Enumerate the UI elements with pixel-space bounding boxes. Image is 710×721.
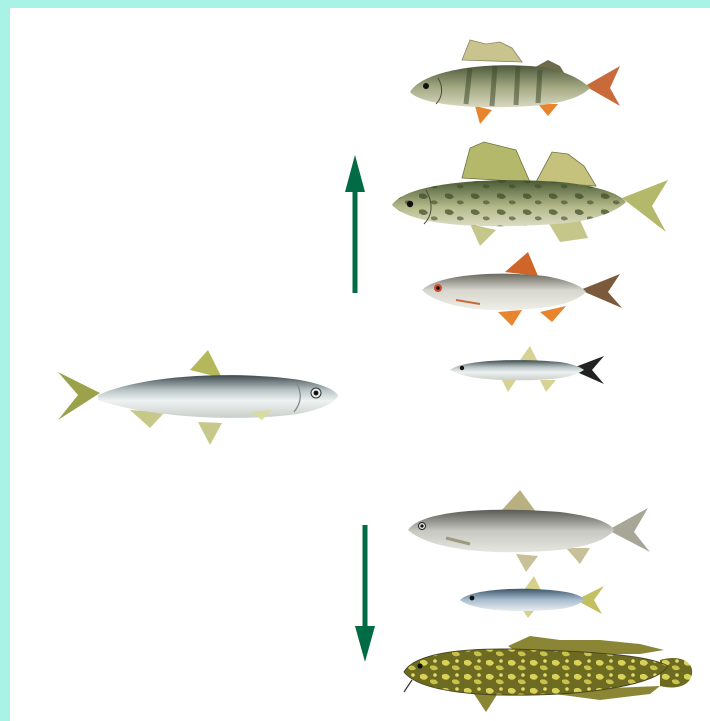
perch-fish-icon: [410, 40, 620, 124]
arrow-up-icon: [345, 155, 365, 293]
whitefish-fish-icon: [408, 490, 650, 572]
zander-fish-icon: [392, 142, 668, 246]
arrow-down-icon: [355, 525, 375, 662]
bleak-fish-icon: [450, 346, 604, 392]
smelt-fish-icon: [460, 576, 604, 618]
diagram-svg: [10, 8, 710, 721]
burbot-fish-icon: [404, 636, 692, 712]
diagram-canvas: [10, 8, 710, 721]
vendace-fish-icon: [58, 350, 338, 445]
roach-fish-icon: [422, 252, 622, 326]
